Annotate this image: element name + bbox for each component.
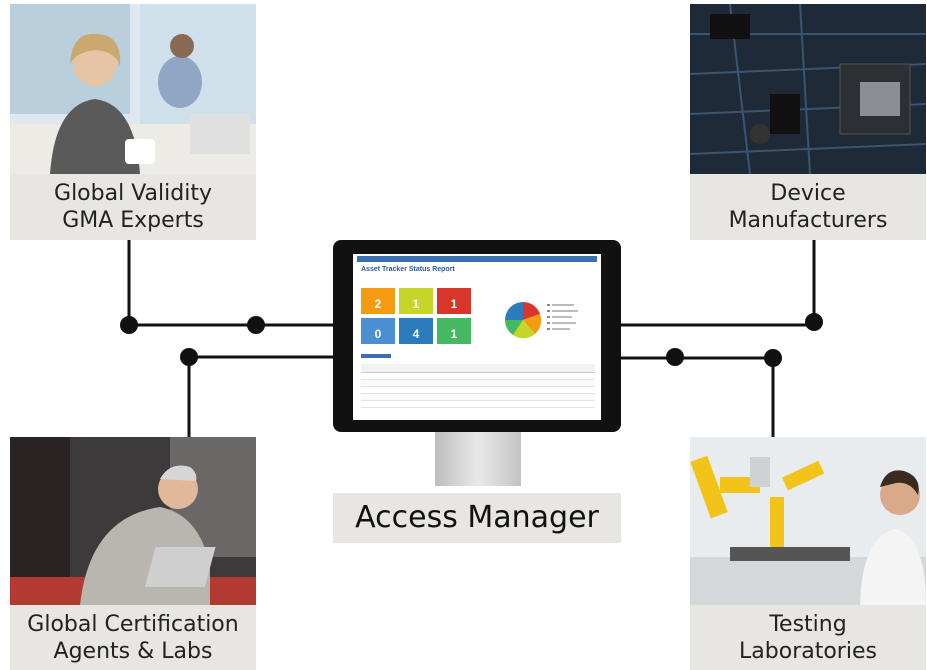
status-tile: 1	[437, 288, 471, 314]
circuit-board-photo	[690, 4, 926, 174]
wire-bottom-right	[621, 356, 775, 437]
office-meeting-photo	[10, 4, 256, 174]
junction-dot	[805, 313, 823, 331]
status-tile: 4	[399, 318, 433, 344]
node-device-manufacturers: Device Manufacturers	[690, 4, 926, 240]
junction-dot	[180, 348, 198, 366]
status-pie-chart	[504, 301, 578, 339]
status-tile: 0	[361, 318, 395, 344]
node-testing-laboratories: Testing Laboratories	[690, 437, 926, 670]
junction-dot	[120, 316, 138, 334]
junction-dot	[764, 349, 782, 367]
node-caption: Device Manufacturers	[728, 181, 888, 233]
node-gma-experts: Global Validity GMA Experts	[10, 4, 256, 240]
engineer-laptop-photo	[10, 437, 256, 605]
junction-dot	[666, 348, 684, 366]
node-caption: Global Validity GMA Experts	[54, 181, 212, 233]
access-manager-monitor: Asset Tracker Status Report 2 1 1 0 4 1	[333, 240, 621, 540]
node-caption: Testing Laboratories	[739, 612, 877, 664]
dashboard-title: Asset Tracker Status Report	[361, 266, 455, 273]
wire-bottom-left	[187, 355, 333, 437]
wire-top-right	[621, 240, 816, 327]
node-caption: Global Certification Agents & Labs	[27, 612, 239, 664]
monitor-bezel: Asset Tracker Status Report 2 1 1 0 4 1	[333, 240, 621, 432]
dashboard-table	[361, 354, 595, 416]
monitor-stand	[435, 432, 521, 486]
status-tile: 1	[437, 318, 471, 344]
dashboard-tiles: 2 1 1 0 4 1	[361, 288, 481, 348]
robotics-lab-photo	[690, 437, 926, 605]
wire-top-left	[127, 240, 333, 327]
status-tile: 2	[361, 288, 395, 314]
dashboard-screenshot: Asset Tracker Status Report 2 1 1 0 4 1	[353, 254, 601, 420]
access-manager-caption: Access Manager	[333, 493, 621, 543]
junction-dot	[247, 316, 265, 334]
dashboard-tabbar	[357, 256, 597, 262]
node-certification-agents: Global Certification Agents & Labs	[10, 437, 256, 670]
status-tile: 1	[399, 288, 433, 314]
